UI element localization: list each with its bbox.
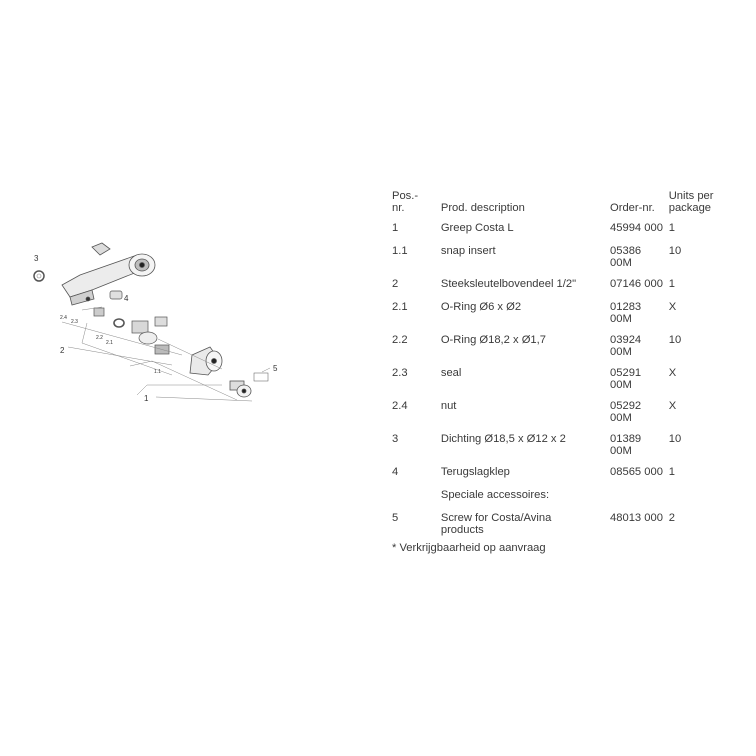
cell-pos: 4 <box>392 466 399 478</box>
table-row: 1 Greep Costa L 45994 000 1 <box>386 219 726 242</box>
callout-5: 5 <box>273 364 278 373</box>
callout-2-4: 2.4 <box>60 315 67 321</box>
table-row: 5 Screw for Costa/Avina products 48013 000… <box>386 509 726 542</box>
cell-order-nr: 45994 000 <box>610 222 663 234</box>
cell-units: 10 <box>668 245 682 257</box>
cell-order-nr: 05386 00M <box>610 245 642 269</box>
callout-3: 3 <box>34 254 39 263</box>
cell-description: Terugslagklep <box>440 466 510 478</box>
cell-pos: 2.4 <box>392 400 408 412</box>
callout-1-1: 1.1 <box>154 369 161 375</box>
faucet-body <box>61 242 156 306</box>
cell-order-nr: 03924 00M <box>610 334 642 358</box>
table-row: 2.4 nut 05292 00M X <box>386 397 726 430</box>
table-header-row: Pos.- nr. Prod. description Order-nr. Un… <box>386 190 726 219</box>
cell-description: Steeksleutelbovendeel 1/2" <box>440 278 577 290</box>
cell-units: 1 <box>668 222 675 234</box>
handle-part-1 <box>189 346 223 376</box>
cell-units: X <box>668 367 677 379</box>
exploded-parts-diagram: 3 4 2 1 5 2.4 2.3 2.2 2.1 1.1 <box>22 235 292 430</box>
table-row: Speciale accessoires: <box>386 486 726 509</box>
header-units: Units per package <box>668 190 714 214</box>
leader-lines <box>61 306 271 402</box>
cell-description: Screw for Costa/Avina products <box>440 512 552 536</box>
cartridge-parts-2 <box>93 307 170 355</box>
faucet-exploded-drawing: 3 4 2 1 5 2.4 2.3 2.2 2.1 1.1 <box>33 242 278 403</box>
cell-description: O-Ring Ø18,2 x Ø1,7 <box>440 334 546 346</box>
cell-pos <box>386 486 441 509</box>
cell-order-nr: 01389 00M <box>610 433 642 457</box>
header-description: Prod. description <box>440 202 525 214</box>
cell-order-nr: 48013 000 <box>610 512 663 524</box>
callout-1: 1 <box>144 394 149 403</box>
cell-pos: 3 <box>392 433 399 445</box>
screw-part-5 <box>229 372 269 398</box>
cell-units: X <box>668 301 677 313</box>
cell-units: X <box>668 400 677 412</box>
callout-2: 2 <box>60 346 65 355</box>
seal-ring-part-3 <box>33 270 45 282</box>
table-row: 2.3 seal 05291 00M X <box>386 364 726 397</box>
table-row: 2.2 O-Ring Ø18,2 x Ø1,7 03924 00M 10 <box>386 331 726 364</box>
table-row: 1.1 snap insert 05386 00M 10 <box>386 242 726 275</box>
cell-units: 10 <box>668 433 682 445</box>
check-valve-part-4 <box>85 290 123 302</box>
table-row: 3 Dichting Ø18,5 x Ø12 x 2 01389 00M 10 <box>386 430 726 463</box>
cell-pos: 2.1 <box>392 301 408 313</box>
callout-2-2: 2.2 <box>96 335 103 341</box>
cell-pos: 5 <box>392 512 399 524</box>
cell-description: nut <box>440 400 457 412</box>
table-row: 2.1 O-Ring Ø6 x Ø2 01283 00M X <box>386 298 726 331</box>
header-pos: Pos.- nr. <box>392 190 419 214</box>
cell-order-nr: 07146 000 <box>610 278 663 290</box>
table-row: 2 Steeksleutelbovendeel 1/2" 07146 000 1 <box>386 275 726 298</box>
cell-description: seal <box>440 367 462 379</box>
cell-description: Greep Costa L <box>440 222 514 234</box>
cell-order-nr: 05291 00M <box>610 367 642 391</box>
callout-2-1: 2.1 <box>106 340 113 346</box>
cell-units <box>669 486 726 509</box>
cell-order-nr: 05292 00M <box>610 400 642 424</box>
cell-pos: 2 <box>392 278 399 290</box>
cell-description: snap insert <box>440 245 496 257</box>
parts-table: Pos.- nr. Prod. description Order-nr. Un… <box>386 190 726 542</box>
cell-units: 2 <box>668 512 675 524</box>
cell-description: Speciale accessoires: <box>440 489 550 501</box>
availability-note: * Verkrijgbaarheid op aanvraag <box>392 542 546 554</box>
callout-2-3: 2.3 <box>71 319 78 325</box>
cell-units: 1 <box>668 466 675 478</box>
cell-pos: 2.2 <box>392 334 408 346</box>
cell-order-nr <box>610 486 669 509</box>
cell-description: Dichting Ø18,5 x Ø12 x 2 <box>440 433 566 445</box>
callout-4: 4 <box>124 294 129 303</box>
cell-units: 1 <box>668 278 675 290</box>
header-order-nr: Order-nr. <box>610 202 655 214</box>
cell-pos: 1 <box>392 222 399 234</box>
cell-order-nr: 01283 00M <box>610 301 642 325</box>
cell-order-nr: 08565 000 <box>610 466 663 478</box>
cell-pos: 2.3 <box>392 367 408 379</box>
table-row: 4 Terugslagklep 08565 000 1 <box>386 463 726 486</box>
cell-pos: 1.1 <box>392 245 408 257</box>
parts-table-body: 1 Greep Costa L 45994 000 1 1.1 snap insert 05… <box>386 219 726 542</box>
cell-units: 10 <box>668 334 682 346</box>
cell-description: O-Ring Ø6 x Ø2 <box>440 301 522 313</box>
